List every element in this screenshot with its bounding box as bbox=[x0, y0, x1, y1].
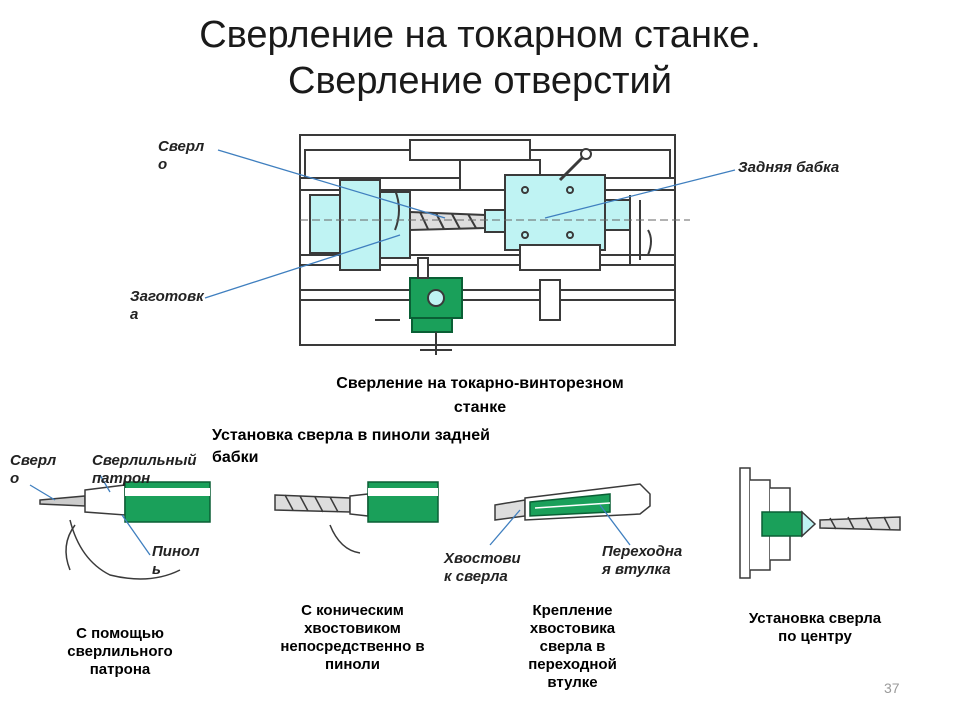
sleeve-label-shank: Хвостови к сверла bbox=[444, 550, 521, 585]
pointer-lines-chuck bbox=[29, 474, 151, 556]
lathe-diagram bbox=[299, 134, 690, 355]
section-title: Установка сверла в пиноли задней бабки bbox=[212, 427, 490, 466]
caption-direct: С коническим хвостовиком непосредственно… bbox=[280, 602, 425, 673]
title-line-1: Сверление на токарном станке. bbox=[199, 14, 761, 56]
method-sleeve-illustration bbox=[494, 483, 651, 521]
drill-bit bbox=[409, 209, 508, 233]
caption-sleeve: Крепление хвостовика сверла в переходной… bbox=[528, 602, 617, 691]
chuck-workpiece bbox=[309, 179, 411, 271]
tailstock bbox=[504, 148, 652, 271]
caption-chuck: С помощью сверлильного патрона bbox=[67, 625, 173, 678]
method-direct-illustration bbox=[274, 481, 439, 554]
main-caption: Сверление на токарно-винторезном станке bbox=[336, 375, 624, 416]
page-number: 37 bbox=[884, 680, 900, 696]
label-drill: Сверл о bbox=[158, 138, 205, 173]
pointer-lines-main bbox=[204, 149, 736, 299]
method-chuck-illustration bbox=[39, 481, 211, 580]
method-center-illustration bbox=[739, 467, 901, 579]
caption-center: Установка сверла по центру bbox=[748, 610, 882, 645]
title-line-2: Сверление отверстий bbox=[288, 60, 672, 102]
label-workpiece: Заготовк а bbox=[130, 288, 204, 323]
chuck-label-quill: Пинол ь bbox=[152, 543, 200, 578]
carriage bbox=[375, 257, 561, 355]
chuck-label-drill: Сверл о bbox=[10, 452, 57, 487]
chuck-label-chuck: Сверлильный патрон bbox=[92, 452, 197, 487]
pointer-lines-sleeve bbox=[489, 504, 631, 546]
sleeve-label-sleeve: Переходна я втулка bbox=[602, 543, 683, 578]
label-tailstock: Задняя бабка bbox=[738, 159, 840, 176]
slide-title: Сверление на токарном станке. Сверление … bbox=[0, 12, 960, 104]
